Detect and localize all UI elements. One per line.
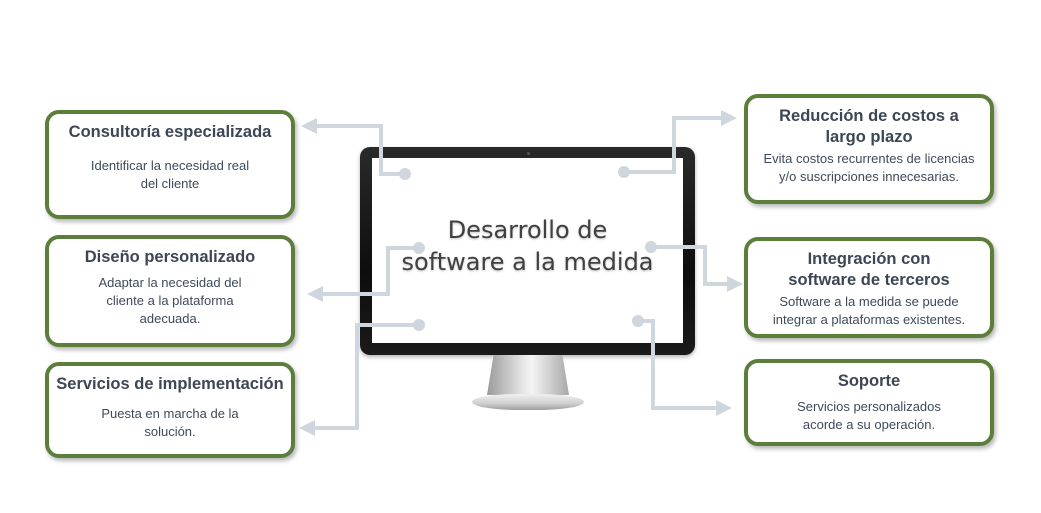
card-description: Puesta en marcha de la solución. [101, 406, 239, 439]
center-title-line2: software a la medida [401, 248, 654, 276]
connector-dot-integracion [645, 241, 657, 253]
connector-dot-reduccion [618, 166, 630, 178]
card-reduccion-costos: Reducción de costos a largo plazo Evita … [744, 94, 994, 204]
connector-dot-soporte [632, 315, 644, 327]
monitor-stand-base [472, 394, 584, 410]
card-description: Identificar la necesidad real del client… [90, 158, 250, 191]
arrowhead-soporte [716, 400, 732, 416]
card-description: Software a la medida se puede integrar a… [772, 294, 966, 327]
connector-diseno [322, 246, 418, 296]
monitor-stand-neck [487, 355, 569, 395]
arrowhead-reduccion [721, 110, 737, 126]
card-title: Reducción de costos a largo plazo [779, 107, 959, 146]
card-title: Diseño personalizado [84, 248, 256, 266]
connector-consultoria [315, 124, 404, 176]
arrowhead-integracion [727, 276, 743, 292]
card-integracion: Integración con software de terceros Sof… [744, 237, 994, 338]
connector-dot-consultoria [399, 168, 411, 180]
arrowhead-implementacion [299, 420, 315, 436]
card-title: Soporte [837, 372, 901, 390]
card-consultoria: Consultoría especializada Identificar la… [45, 110, 295, 219]
arrowhead-diseno [307, 286, 323, 302]
card-implementacion: Servicios de implementación Puesta en ma… [45, 362, 295, 458]
connector-implementacion [313, 323, 418, 430]
card-diseno: Diseño personalizado Adaptar la necesida… [45, 235, 295, 347]
connector-dot-implementacion [413, 319, 425, 331]
card-title: Integración con software de terceros [788, 250, 950, 289]
monitor-camera [527, 152, 530, 155]
center-title-line1: Desarrollo de [447, 216, 608, 244]
center-title: Desarrollo de software a la medida [372, 214, 683, 278]
connector-soporte [638, 319, 717, 410]
connector-integracion [650, 245, 728, 286]
arrowhead-consultoria [301, 118, 317, 134]
card-soporte: Soporte Servicios personalizados acorde … [744, 359, 994, 446]
connector-dot-diseno [413, 242, 425, 254]
card-description: Servicios personalizados acorde a su ope… [797, 399, 941, 432]
connector-reduccion [625, 116, 722, 174]
card-title: Servicios de implementación [56, 375, 284, 393]
card-description: Evita costos recurrentes de licencias y/… [763, 151, 975, 184]
card-description: Adaptar la necesidad del cliente a la pl… [98, 275, 242, 326]
card-title: Consultoría especializada [68, 123, 272, 141]
